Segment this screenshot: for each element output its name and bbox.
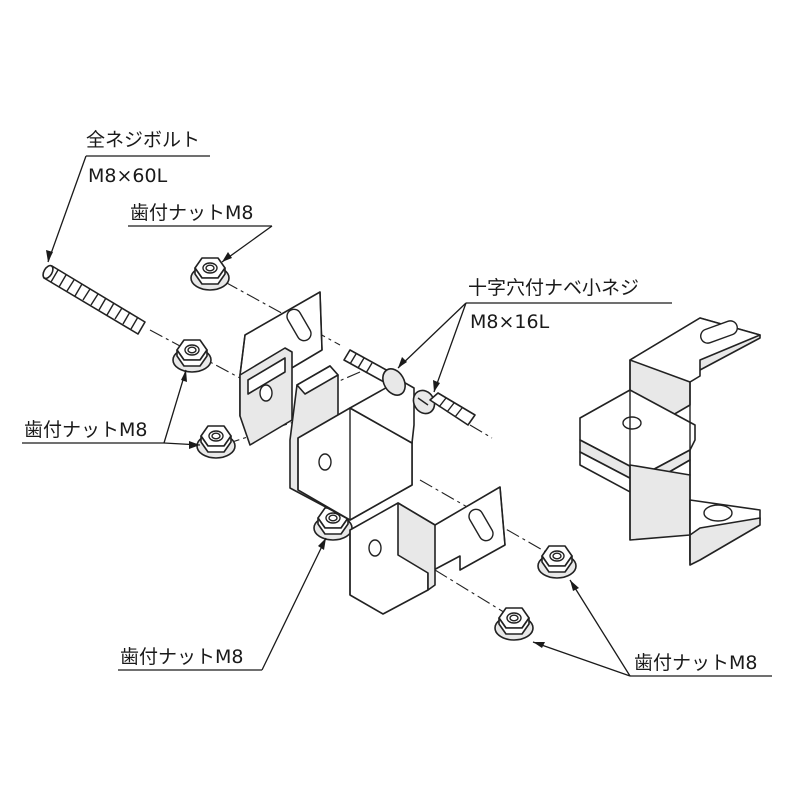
bracket-icon [239,291,323,446]
pan-head-screw-icon [343,349,406,396]
label-nut-bottom-right: 歯付ナットM8 [634,652,757,674]
full-thread-bolt-icon [42,264,146,335]
label-full-thread-bolt-size: M8×60L [88,165,168,187]
bracket-icon [579,317,761,566]
flange-nut-icon [196,425,236,459]
bracket-icon [349,486,506,615]
label-pan-head-screw-name: 十字穴付ナベ小ネジ [468,277,639,299]
label-nut-bottom-left: 歯付ナットM8 [120,646,243,668]
flange-nut-icon [494,607,534,641]
label-nut-top: 歯付ナットM8 [130,202,253,224]
label-pan-head-screw-size: M8×16L [470,311,550,333]
label-full-thread-bolt-name: 全ネジボルト [86,129,200,151]
leaders [22,155,772,677]
flange-nut-icon [537,545,577,579]
flange-nut-icon [190,257,230,291]
label-nut-left: 歯付ナットM8 [24,419,147,441]
pan-head-screw-icon [412,389,476,426]
